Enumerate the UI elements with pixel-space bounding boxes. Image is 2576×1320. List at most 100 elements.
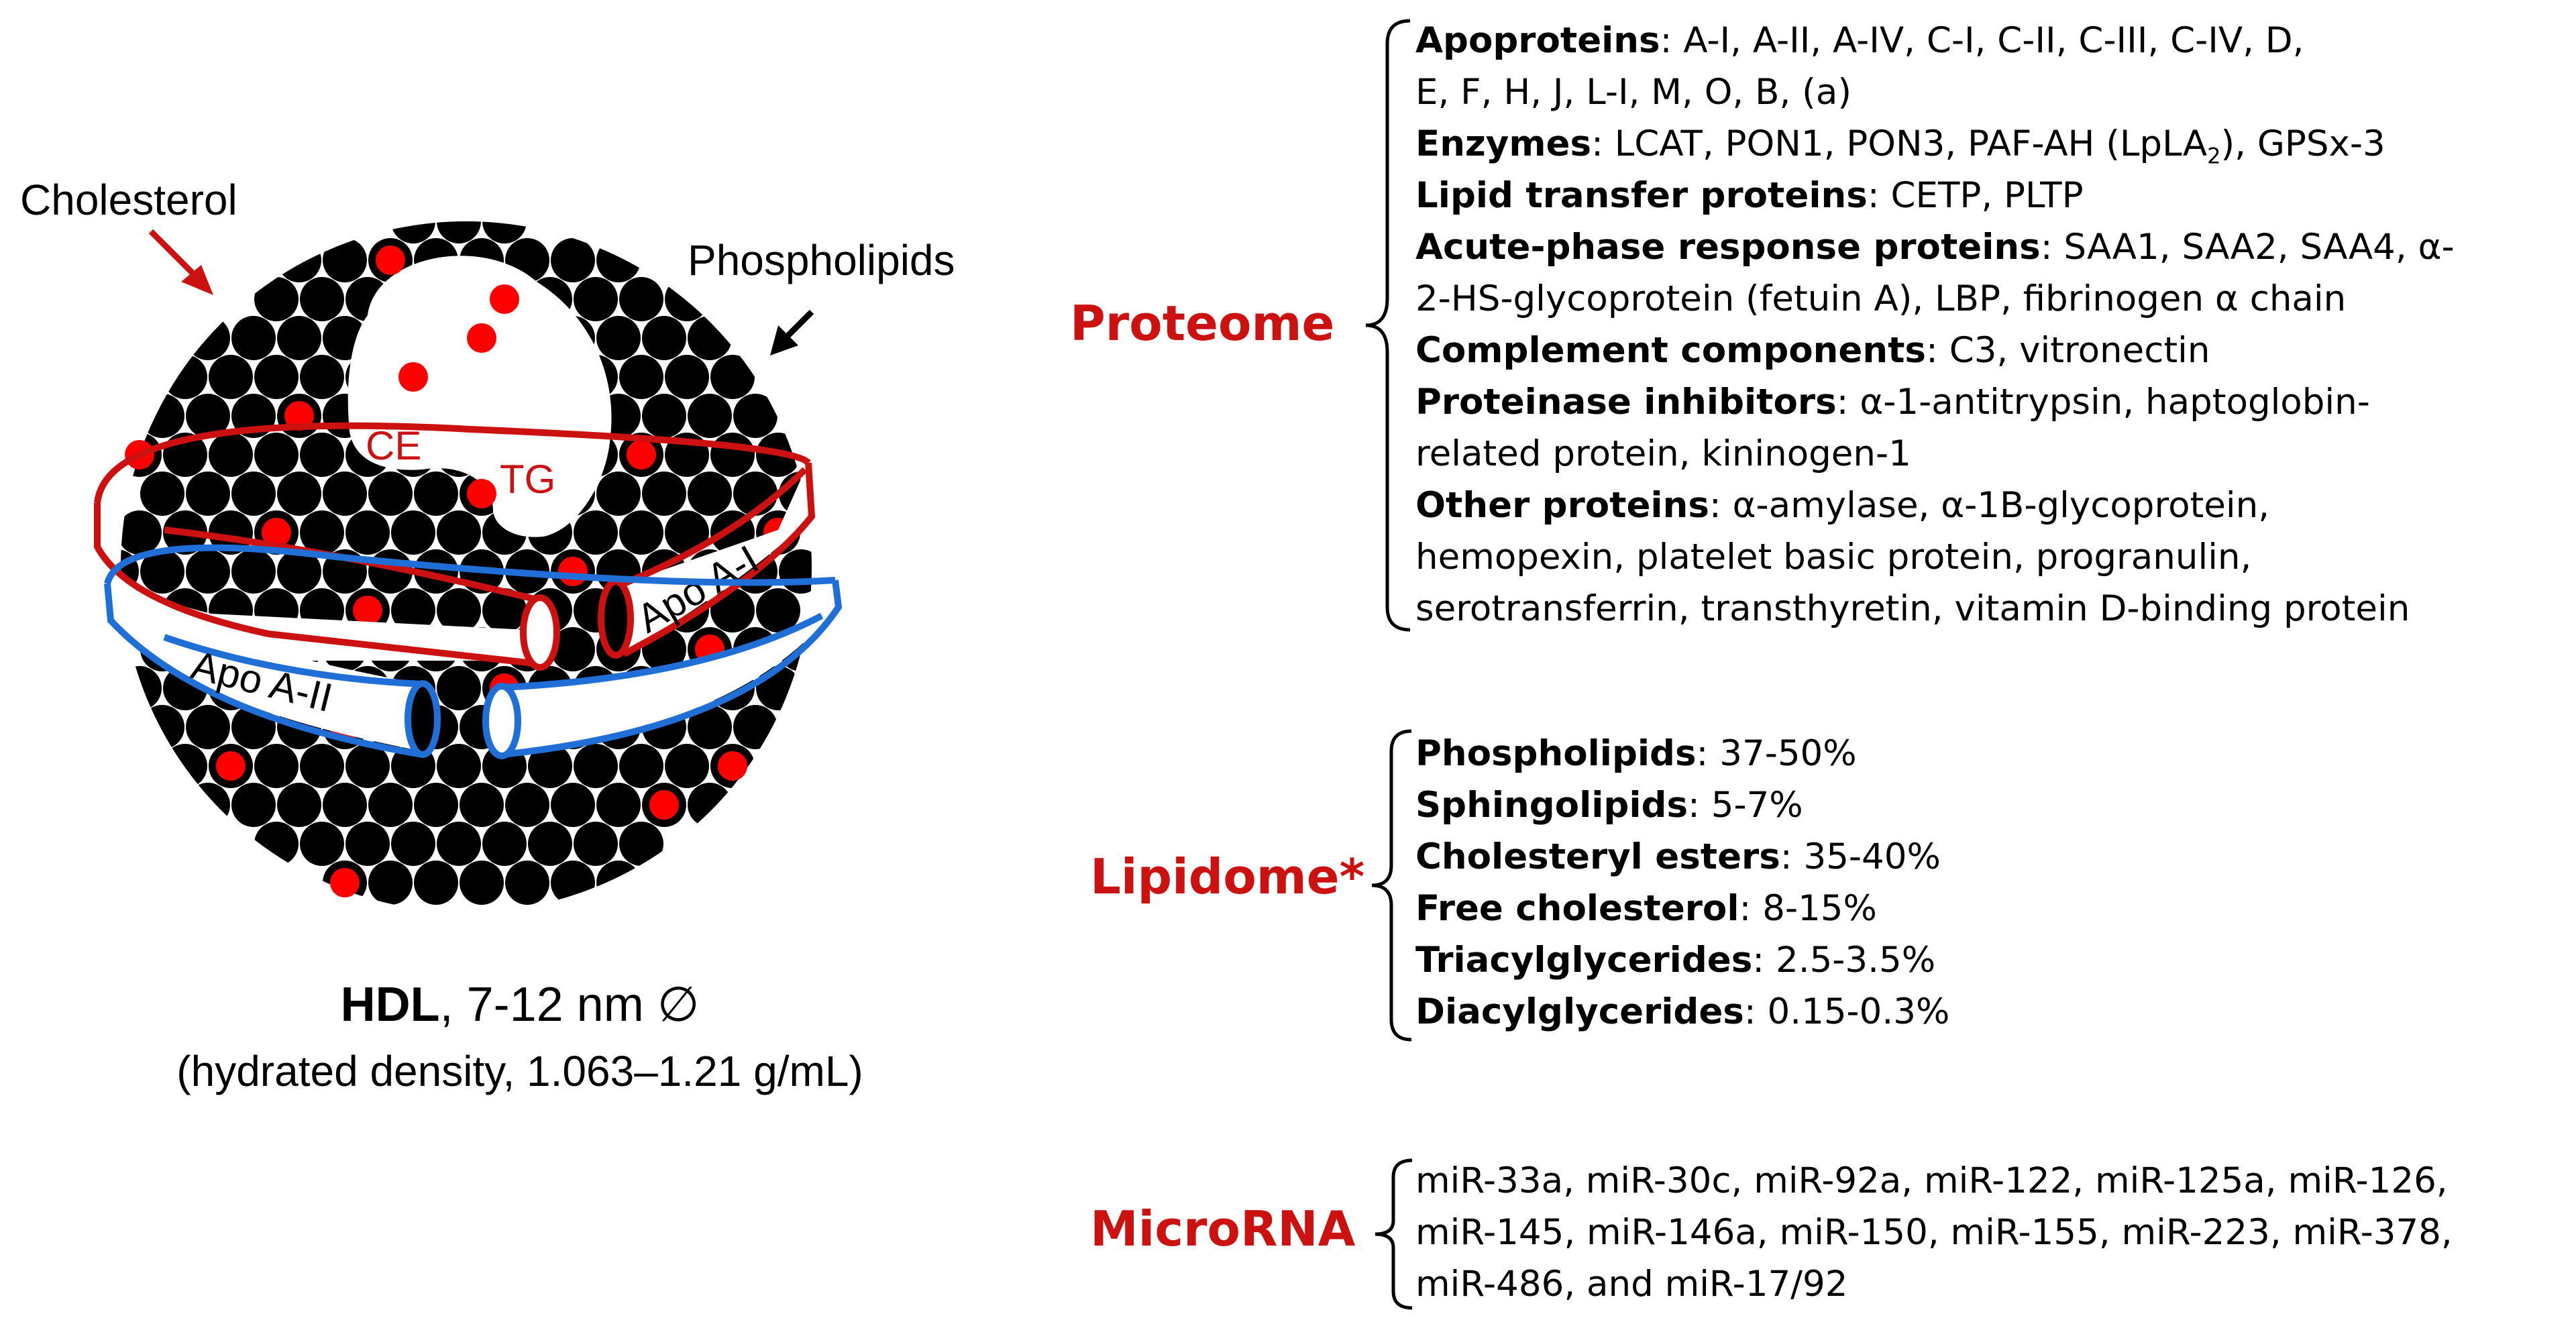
phospholipid-ball bbox=[209, 355, 253, 399]
cholesterol-dot bbox=[262, 518, 291, 547]
lipidome-line-text: 37-50% bbox=[1719, 733, 1857, 774]
lipidome-line-label: Sphingolipids bbox=[1415, 785, 1688, 826]
lipidome-line-label: Triacylglycerides bbox=[1415, 940, 1753, 981]
phospholipid-ball bbox=[391, 822, 435, 866]
microrna-line-text: miR-33a, miR-30c, miR-92a, miR-122, miR-… bbox=[1415, 1160, 2448, 1201]
proteome-line-separator: : bbox=[1867, 175, 1891, 216]
phospholipid-ball bbox=[231, 316, 276, 360]
phospholipid-ball bbox=[437, 221, 481, 243]
phospholipid-ball bbox=[665, 744, 709, 788]
phospholipid-ball bbox=[414, 472, 458, 516]
proteome-line: Proteinase inhibitors: α-1-antitrypsin, … bbox=[1415, 376, 2556, 428]
lipidome-line-label: Phospholipids bbox=[1415, 733, 1697, 774]
lipidome-line: Triacylglycerides: 2.5-3.5% bbox=[1415, 934, 2556, 986]
proteome-line: Apoproteins: A-I, A-II, A-IV, C-I, C-II,… bbox=[1415, 15, 2556, 66]
phospholipid-ball bbox=[345, 510, 390, 555]
hdl-size: , 7-12 nm ∅ bbox=[439, 978, 700, 1032]
proteome-line: Lipid transfer proteins: CETP, PLTP bbox=[1415, 170, 2556, 221]
phospholipid-ball bbox=[642, 394, 686, 438]
phospholipid-ball bbox=[642, 316, 686, 360]
phospholipid-ball bbox=[688, 783, 732, 827]
microrna-line: miR-486, and miR-17/92 bbox=[1415, 1258, 2556, 1310]
ce-label: CE bbox=[366, 423, 421, 468]
proteome-line-separator: : bbox=[1660, 20, 1684, 61]
phospholipid-ball bbox=[209, 433, 253, 477]
phospholipid-ball bbox=[437, 822, 481, 866]
phospholipid-ball bbox=[186, 705, 230, 749]
proteome-title: Proteome bbox=[1070, 295, 1335, 351]
phospholipid-ball bbox=[277, 549, 321, 594]
phospholipid-ball bbox=[140, 549, 184, 594]
phospholipid-ball bbox=[231, 472, 276, 516]
proteome-line-separator: : bbox=[2040, 227, 2064, 268]
lipidome-line-text: 0.15-0.3% bbox=[1767, 991, 1950, 1032]
proteome-list: Apoproteins: A-I, A-II, A-IV, C-I, C-II,… bbox=[1415, 15, 2556, 635]
hdl-caption-density: (hydrated density, 1.063–1.21 g/mL) bbox=[176, 1047, 863, 1095]
phospholipid-ball bbox=[140, 472, 184, 516]
phospholipid-ball bbox=[619, 822, 663, 866]
proteome-line-label: Proteinase inhibitors bbox=[1415, 382, 1837, 423]
lipidome-line: Free cholesterol: 8-15% bbox=[1415, 883, 2556, 934]
phospholipid-ball bbox=[505, 861, 549, 905]
phospholipid-ball bbox=[688, 472, 732, 516]
phospholipid-ball bbox=[596, 861, 641, 905]
cholesterol-dot bbox=[649, 790, 679, 820]
apo-a2-tube-end-left bbox=[405, 680, 441, 758]
hdl-label: HDL bbox=[340, 978, 440, 1032]
proteome-line-text: α-1-antitrypsin, haptoglobin- bbox=[1860, 382, 2370, 423]
proteome-line-subscript: 2 bbox=[2207, 143, 2221, 169]
phospholipid-ball bbox=[391, 510, 435, 555]
phospholipid-ball bbox=[140, 394, 184, 438]
microrna-line: miR-33a, miR-30c, miR-92a, miR-122, miR-… bbox=[1415, 1155, 2556, 1207]
phospholipid-ball bbox=[163, 744, 207, 788]
proteome-line-text: A-I, A-II, A-IV, C-I, C-II, C-III, C-IV,… bbox=[1683, 20, 2304, 61]
lipidome-list: Phospholipids: 37-50%Sphingolipids: 5-7%… bbox=[1415, 728, 2556, 1038]
phospholipid-ball bbox=[460, 783, 504, 827]
phospholipid-ball bbox=[642, 472, 686, 516]
proteome-line-text: E, F, H, J, L-I, M, O, B, (a) bbox=[1415, 72, 1852, 113]
proteome-line: E, F, H, J, L-I, M, O, B, (a) bbox=[1415, 66, 2556, 118]
lipidome-line-label: Diacylglycerides bbox=[1415, 991, 1744, 1032]
phospholipid-ball bbox=[551, 627, 595, 671]
proteome-line-label: Enzymes bbox=[1415, 123, 1592, 164]
phospholipid-ball bbox=[186, 783, 230, 827]
core-cavity bbox=[347, 256, 612, 537]
phospholipid-ball bbox=[619, 510, 663, 555]
cholesterol-dot bbox=[353, 596, 382, 625]
phospholipid-ball bbox=[437, 510, 481, 555]
proteome-line-separator: : bbox=[1709, 485, 1733, 526]
lipidome-line-separator: : bbox=[1743, 991, 1768, 1032]
phospholipid-ball bbox=[186, 549, 230, 594]
cholesterol-dot bbox=[398, 362, 428, 392]
lipidome-line-label: Free cholesterol bbox=[1415, 888, 1739, 929]
lipidome-line-separator: : bbox=[1780, 836, 1804, 877]
cholesterol-dot bbox=[558, 557, 588, 586]
phospholipid-ball bbox=[574, 744, 618, 788]
microrna-line-text: miR-486, and miR-17/92 bbox=[1415, 1264, 1848, 1305]
phospholipid-ball bbox=[121, 666, 162, 710]
phospholipid-ball bbox=[596, 472, 641, 516]
phospholipid-ball bbox=[345, 744, 390, 788]
phospholipid-ball bbox=[460, 861, 504, 905]
lipidome-title: Lipidome* bbox=[1090, 848, 1365, 905]
phospholipid-ball bbox=[345, 822, 390, 866]
phospholipids-arrowhead bbox=[770, 325, 798, 355]
phospholipid-ball bbox=[528, 744, 572, 788]
proteome-brace bbox=[1365, 19, 1411, 632]
phospholipid-ball bbox=[186, 316, 230, 360]
proteome-line-separator: : bbox=[1836, 382, 1860, 423]
phospholipid-ball bbox=[277, 316, 321, 360]
proteome-line: Complement components: C3, vitronectin bbox=[1415, 325, 2556, 376]
phospholipid-ball bbox=[323, 238, 367, 282]
apo-a1-tube-end-right bbox=[598, 578, 634, 659]
phospholipid-ball bbox=[300, 433, 344, 477]
apo-a2-tube-end-right bbox=[482, 683, 521, 759]
phospholipid-ball bbox=[300, 744, 344, 788]
phospholipid-ball bbox=[619, 277, 663, 321]
phospholipid-ball bbox=[368, 472, 413, 516]
cholesterol-arrowhead bbox=[181, 265, 213, 295]
phospholipid-ball bbox=[551, 783, 595, 827]
phospholipid-ball bbox=[254, 355, 299, 399]
phospholipid-ball bbox=[688, 394, 732, 438]
hdl-caption-size: HDL, 7-12 nm ∅ bbox=[27, 976, 1013, 1032]
